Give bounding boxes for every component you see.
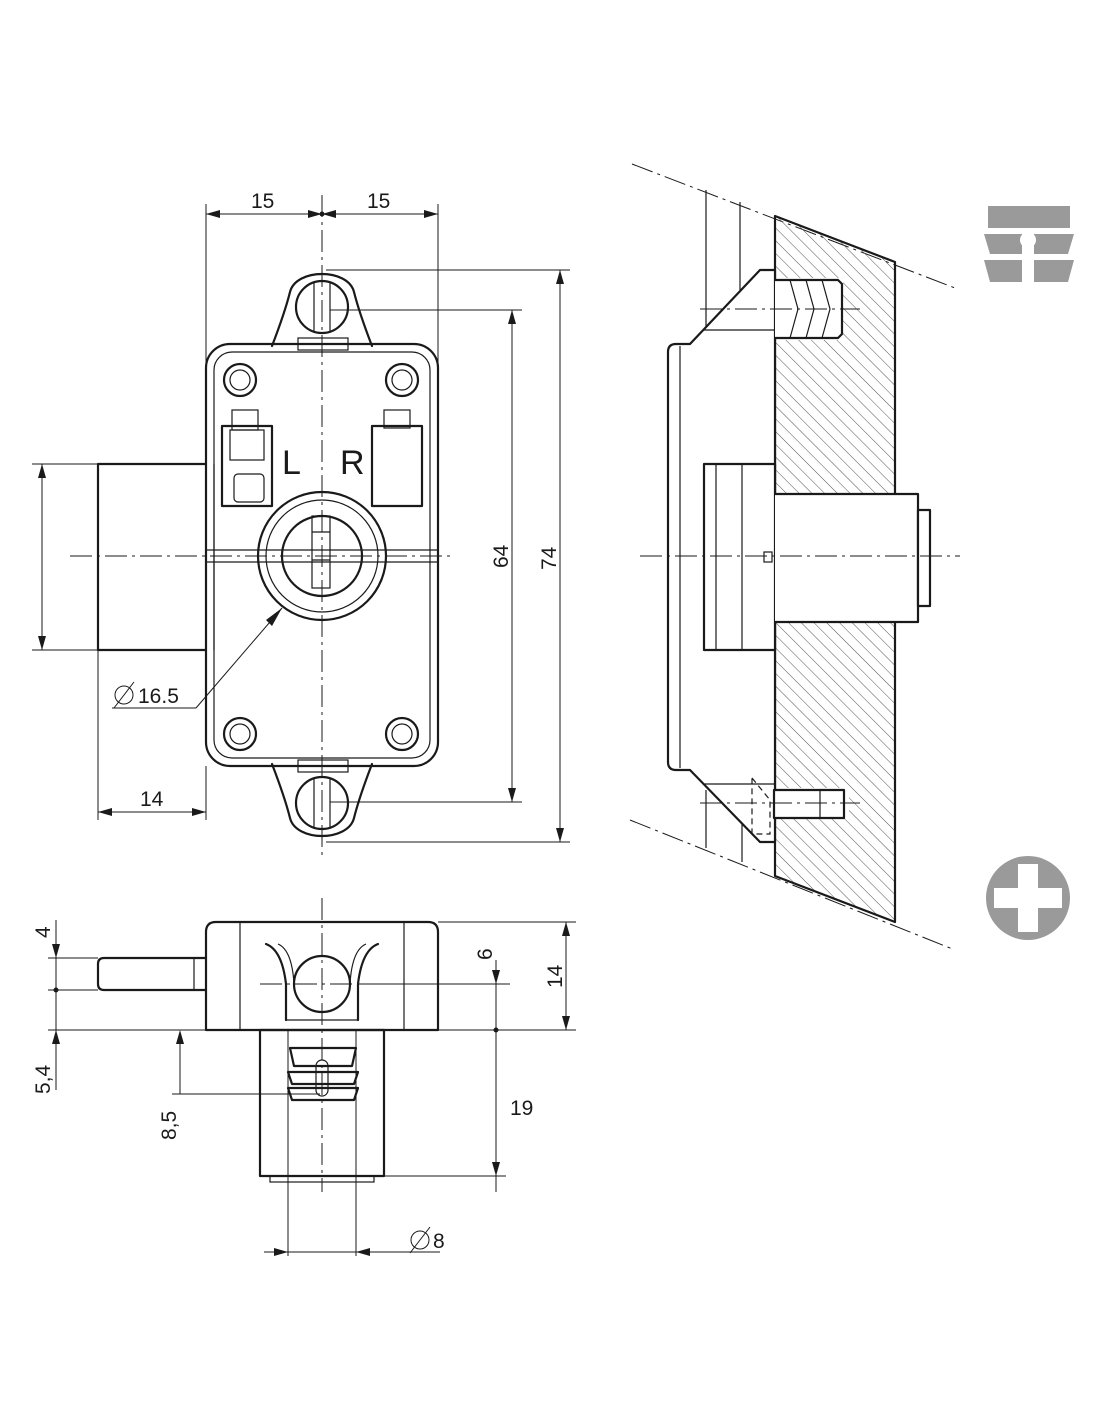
dim-dowel-offset-label: 8,5 <box>158 1111 181 1140</box>
dim-inner-height: 64 <box>330 309 522 803</box>
left-selector-slot <box>220 409 274 508</box>
front-view: L R 15 15 <box>32 190 570 860</box>
dim-bolt-thickness-label: 4 <box>32 926 55 938</box>
dim-body-height-label: 14 <box>544 964 567 988</box>
top-dowel <box>700 278 860 340</box>
lock-housing <box>204 342 440 768</box>
bottom-key-channel <box>264 942 380 1022</box>
bottom-view: 4 5,4 8,5 6 14 19 <box>32 898 576 1256</box>
phillips-screw-icon <box>986 856 1070 940</box>
dim-body-heights: 6 14 <box>360 921 576 1192</box>
dim-outer-height: 74 <box>326 269 570 843</box>
corner-holes <box>222 362 420 752</box>
dim-bolt-thickness: 4 5,4 <box>32 920 206 1094</box>
bottom-body <box>204 920 440 1032</box>
dowel-icon <box>984 206 1074 282</box>
top-break-line <box>631 163 956 289</box>
dim-bolt-offset: 14 <box>97 650 207 820</box>
dim-dowel-offset: 8,5 <box>158 1030 320 1140</box>
dim-cylinder-diameter: 16.5 <box>112 607 283 709</box>
dim-bolt-offset-label-bottom: 5,4 <box>32 1064 55 1094</box>
dim-dowel-diameter-label: 8 <box>433 1230 445 1253</box>
dim-outer-height-label: 74 <box>538 546 561 570</box>
dim-left-half: 15 <box>251 190 274 213</box>
bottom-break-line <box>629 819 956 951</box>
dim-dowel-diameter: 8 <box>264 1226 445 1256</box>
top-ear-hole <box>294 279 350 335</box>
top-mounting-ear <box>270 273 374 348</box>
bottom-cylinder <box>258 1028 386 1256</box>
label-right: R <box>340 444 365 482</box>
bottom-mounting-ear <box>270 762 374 837</box>
bottom-ear-hole <box>294 775 350 831</box>
dim-dowel-length-label: 19 <box>510 1097 533 1120</box>
side-bolt <box>763 492 932 624</box>
bottom-bolt <box>96 956 208 992</box>
dim-top-widths: 15 15 <box>205 190 439 540</box>
side-section-view <box>629 163 960 951</box>
dim-bolt-height <box>32 463 98 651</box>
bottom-screw <box>700 776 860 835</box>
dim-inner-height-label: 64 <box>490 544 513 568</box>
dim-dowel-length: 19 <box>384 1097 533 1177</box>
dim-right-half: 15 <box>367 190 390 213</box>
dim-center-height-label: 6 <box>474 948 497 960</box>
key-cylinder <box>256 490 388 622</box>
dim-bolt-offset-label: 14 <box>140 788 164 811</box>
dim-cylinder-diameter-label: 16.5 <box>138 685 179 708</box>
bolt <box>96 462 208 652</box>
label-left: L <box>282 444 301 482</box>
right-selector-slot <box>370 409 424 508</box>
